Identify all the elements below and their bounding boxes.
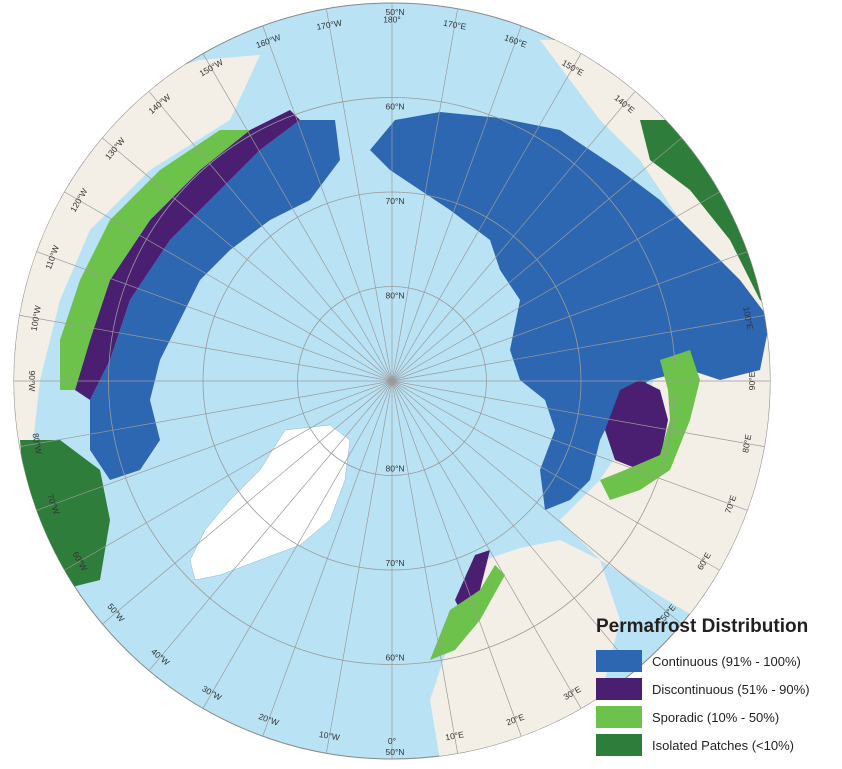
longitude-label: 100°W xyxy=(29,305,43,332)
zone-discontinuous-eurasia xyxy=(605,380,668,470)
meridian xyxy=(391,25,522,382)
meridian xyxy=(391,380,636,671)
meridian xyxy=(262,380,393,737)
legend-label-isolated: Isolated Patches (<10%) xyxy=(652,737,794,753)
meridian xyxy=(391,380,682,625)
meridian xyxy=(391,137,682,382)
meridian xyxy=(391,380,458,754)
longitude-label: 170°W xyxy=(316,18,343,32)
meridian xyxy=(326,8,393,382)
zone-sporadic-scandinavia xyxy=(430,565,505,660)
longitude-label: 90°E xyxy=(747,371,757,390)
legend-label-discontinuous: Discontinuous (51% - 90%) xyxy=(652,681,810,697)
legend: Permafrost Distribution Continuous (91% … xyxy=(596,616,842,762)
meridian xyxy=(391,251,748,382)
latitude-label: 70°N xyxy=(386,558,405,568)
longitude-label: 90°W xyxy=(27,371,37,392)
latitude-label: 80°N xyxy=(386,464,405,474)
legend-swatch-isolated xyxy=(596,734,642,756)
meridian xyxy=(36,380,393,511)
longitude-label: 100°E xyxy=(741,306,755,331)
greenland-ice xyxy=(189,424,351,581)
meridian xyxy=(391,53,582,382)
meridian xyxy=(19,380,393,447)
latitude-label: 50°N xyxy=(386,7,405,17)
meridian xyxy=(391,8,458,382)
meridian xyxy=(391,380,748,511)
zone-continuous-north-america xyxy=(90,120,340,480)
meridian xyxy=(102,137,393,382)
longitude-label: 10°E xyxy=(445,729,465,742)
legend-swatch-sporadic xyxy=(596,706,642,728)
legend-item-continuous: Continuous (91% - 100%) xyxy=(596,650,842,672)
zone-continuous-eurasia xyxy=(370,112,770,510)
meridian xyxy=(391,380,720,571)
graticule xyxy=(14,3,770,759)
meridian xyxy=(64,191,393,382)
meridian xyxy=(262,25,393,382)
longitude-label: 80°E xyxy=(740,433,753,453)
longitude-label: 170°E xyxy=(442,18,467,32)
legend-title: Permafrost Distribution xyxy=(596,616,809,637)
meridian xyxy=(202,53,393,382)
meridian xyxy=(391,315,765,382)
latitude-label: 50°N xyxy=(386,747,405,757)
legend-item-discontinuous: Discontinuous (51% - 90%) xyxy=(596,678,842,700)
meridian xyxy=(391,380,765,447)
latitude-label: 80°N xyxy=(386,291,405,301)
meridian xyxy=(391,191,720,382)
longitude-label: 0° xyxy=(388,736,396,746)
meridian xyxy=(202,380,393,709)
latitude-label: 60°N xyxy=(386,102,405,112)
meridian xyxy=(391,380,582,709)
meridian xyxy=(36,251,393,382)
legend-swatch-discontinuous xyxy=(596,678,642,700)
zone-discontinuous-north-america xyxy=(75,110,300,400)
meridian xyxy=(326,380,393,754)
zone-sporadic-eurasia xyxy=(600,350,700,500)
legend-label-continuous: Continuous (91% - 100%) xyxy=(652,653,801,669)
legend-item-sporadic: Sporadic (10% - 50%) xyxy=(596,706,842,728)
latitude-label: 60°N xyxy=(386,653,405,663)
zone-isolated-eurasia xyxy=(640,120,770,320)
meridian xyxy=(19,315,393,382)
longitude-label: 180° xyxy=(383,14,401,24)
meridian xyxy=(148,380,393,671)
meridian xyxy=(148,91,393,382)
latitude-label: 70°N xyxy=(386,196,405,206)
longitude-label: 80°W xyxy=(30,432,43,454)
land-north-america xyxy=(14,55,260,620)
legend-swatch-continuous xyxy=(596,650,642,672)
meridian xyxy=(102,380,393,625)
meridian xyxy=(64,380,393,571)
longitude-label: 10°W xyxy=(318,729,340,742)
legend-item-isolated: Isolated Patches (<10%) xyxy=(596,734,842,756)
meridian xyxy=(391,91,636,382)
legend-label-sporadic: Sporadic (10% - 50%) xyxy=(652,709,780,725)
meridian xyxy=(391,380,522,737)
